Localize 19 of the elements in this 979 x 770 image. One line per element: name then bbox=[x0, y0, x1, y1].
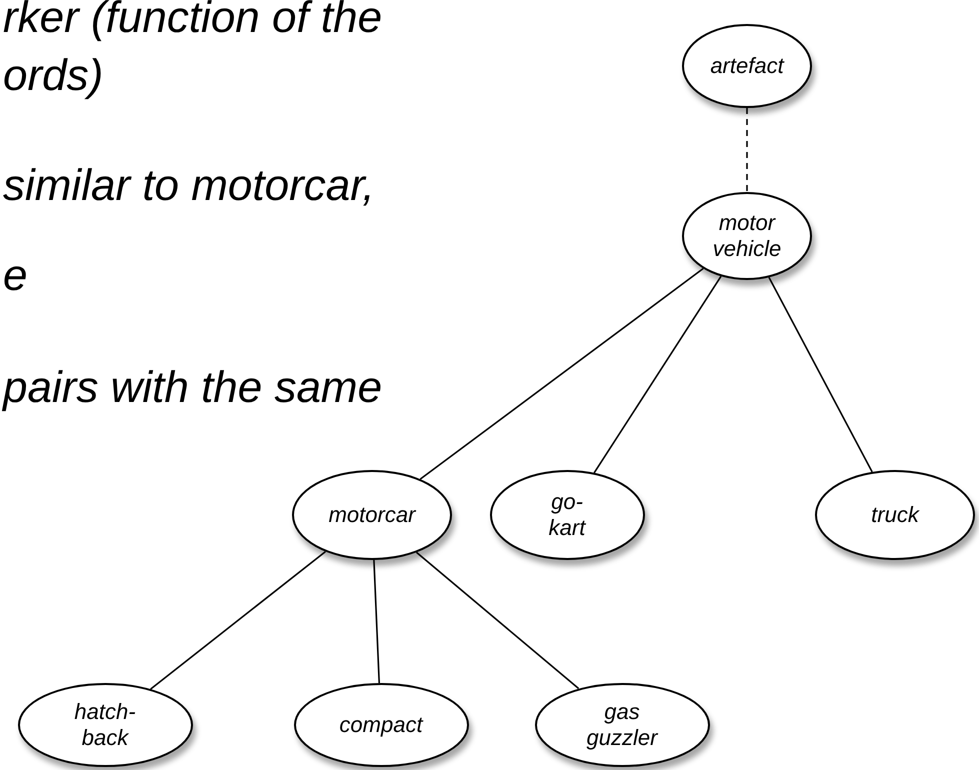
connector-line bbox=[416, 552, 580, 690]
connector-line bbox=[746, 108, 748, 192]
connector-line bbox=[150, 550, 326, 690]
node-label: artefact bbox=[710, 53, 784, 79]
slide-text: rker (function of the bbox=[2, 0, 384, 44]
slide-text: ords) bbox=[2, 50, 104, 102]
node-label: motor vehicle bbox=[712, 210, 782, 262]
connector-line bbox=[373, 560, 380, 684]
slide-text: pairs with the same bbox=[1, 362, 384, 414]
node-label: gas guzzler bbox=[586, 699, 658, 751]
node-label: go-kart bbox=[548, 489, 586, 541]
node-label: truck bbox=[871, 502, 919, 528]
slide-text: similar to motorcar, bbox=[2, 160, 376, 212]
connector-line bbox=[768, 277, 873, 472]
node-label: motorcar bbox=[328, 502, 416, 528]
node-label: hatch- back bbox=[74, 699, 136, 751]
slide-text: e bbox=[2, 250, 28, 302]
connector-line bbox=[420, 268, 704, 480]
node-label: compact bbox=[339, 712, 423, 738]
